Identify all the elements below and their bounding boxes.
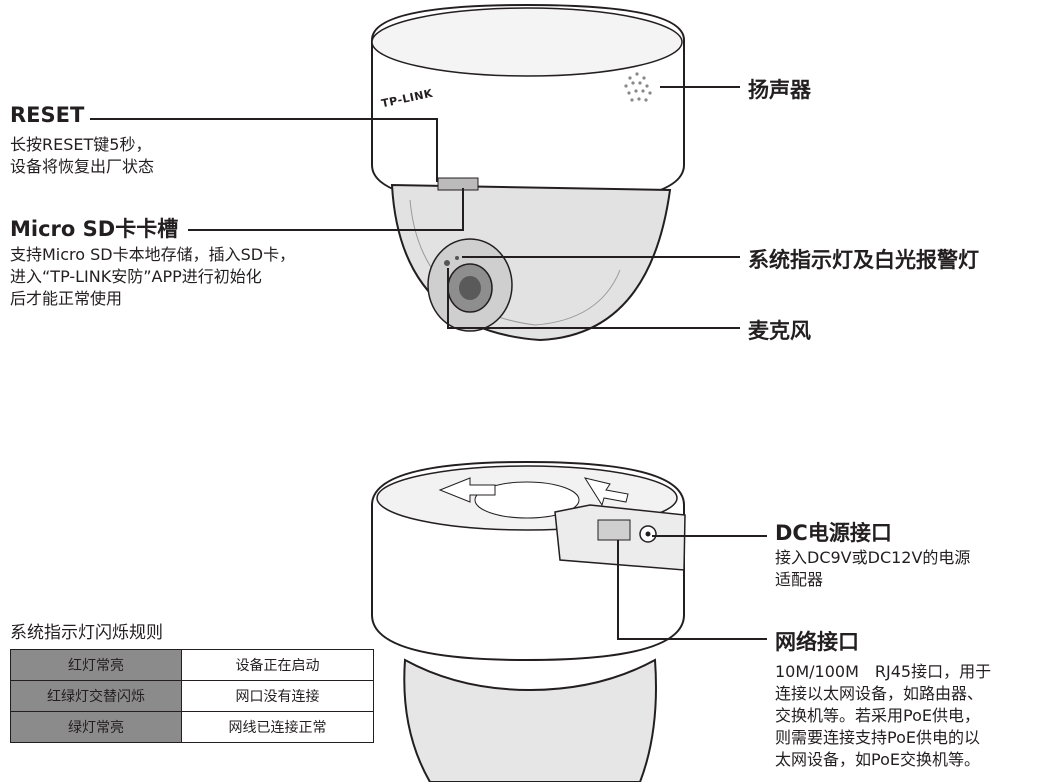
mic-leader-drop bbox=[447, 268, 449, 329]
network-desc-line4: 则需要连接支持PoE供电的以 bbox=[775, 728, 980, 747]
speaker-label: 扬声器 bbox=[748, 78, 811, 102]
dc-desc-line1: 接入DC9V或DC12V的电源 bbox=[775, 548, 971, 567]
network-desc-line2: 连接以太网设备，如路由器、 bbox=[775, 684, 984, 703]
camera-back-view bbox=[371, 460, 686, 782]
mic-label: 麦克风 bbox=[748, 319, 811, 343]
network-leader-line bbox=[617, 638, 767, 640]
table-cell-state: 绿灯常亮 bbox=[10, 711, 182, 743]
network-leader-drop bbox=[617, 540, 619, 640]
sd-leader-drop bbox=[462, 188, 464, 231]
reset-desc-line2: 设备将恢复出厂状态 bbox=[10, 157, 155, 176]
indicator-label: 系统指示灯及白光报警灯 bbox=[748, 248, 979, 272]
table-cell-state: 红灯常亮 bbox=[10, 649, 182, 681]
mic-leader-line bbox=[447, 327, 740, 329]
sd-title: Micro SD卡卡槽 bbox=[10, 217, 179, 241]
blink-table-title: 系统指示灯闪烁规则 bbox=[10, 623, 163, 643]
table-cell-state: 红绿灯交替闪烁 bbox=[10, 680, 182, 712]
camera-front-view bbox=[371, 3, 685, 342]
sd-leader-line bbox=[188, 229, 462, 231]
reset-leader-line bbox=[90, 118, 436, 120]
dc-title: DC电源接口 bbox=[775, 521, 892, 545]
reset-leader-drop bbox=[436, 118, 438, 182]
table-row: 红绿灯交替闪烁 网口没有连接 bbox=[10, 680, 374, 712]
reset-desc-line1: 长按RESET键5秒， bbox=[10, 135, 152, 154]
indicator-leader-line bbox=[462, 256, 740, 258]
table-row: 绿灯常亮 网线已连接正常 bbox=[10, 711, 374, 743]
table-cell-meaning: 网口没有连接 bbox=[181, 680, 374, 712]
table-row: 红灯常亮 设备正在启动 bbox=[10, 649, 374, 681]
dc-desc-line2: 适配器 bbox=[775, 570, 824, 589]
table-cell-meaning: 网线已连接正常 bbox=[181, 711, 374, 743]
speaker-leader-line bbox=[660, 86, 740, 88]
sd-desc-line3: 后才能正常使用 bbox=[10, 289, 123, 308]
table-cell-meaning: 设备正在启动 bbox=[181, 649, 374, 681]
network-desc-line5: 太网设备，如PoE交换机等。 bbox=[775, 750, 980, 769]
dc-leader-line bbox=[652, 535, 767, 537]
blink-rule-table: 红灯常亮 设备正在启动 红绿灯交替闪烁 网口没有连接 绿灯常亮 网线已连接正常 bbox=[10, 649, 374, 743]
network-desc-line1: 10M/100M RJ45接口，用于 bbox=[775, 662, 992, 681]
network-desc-line3: 交换机等。若采用PoE供电， bbox=[775, 706, 980, 725]
sd-desc-line2: 进入“TP-LINK安防”APP进行初始化 bbox=[10, 267, 262, 286]
network-title: 网络接口 bbox=[775, 630, 859, 654]
sd-desc-line1: 支持Micro SD卡本地存储，插入SD卡， bbox=[10, 245, 296, 264]
reset-title: RESET bbox=[10, 103, 85, 127]
